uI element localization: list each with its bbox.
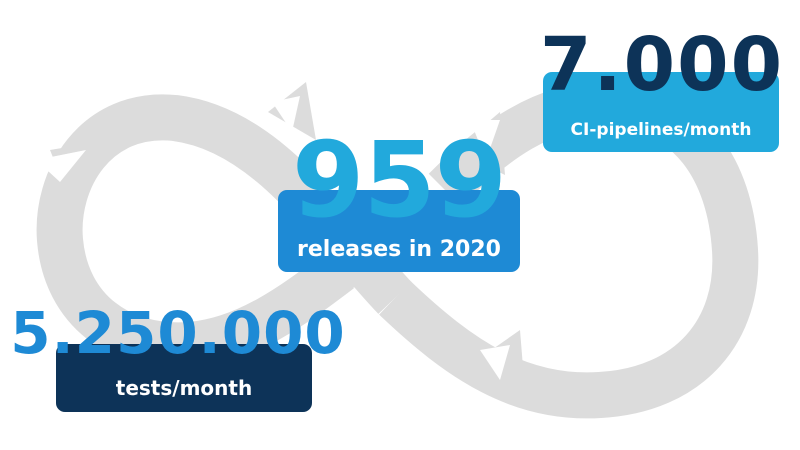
stat-releases: releases in 2020 959 [278,128,520,272]
tests-value: 5.250.000 [10,299,346,367]
stat-tests: tests/month 5.250.000 [10,304,345,412]
releases-value: 959 [291,119,507,241]
stat-ci-pipelines: CI-pipelines/month 7.000 [540,28,782,152]
releases-label: releases in 2020 [297,237,501,262]
ci-pipelines-label-box: CI-pipelines/month [543,72,779,152]
tests-label: tests/month [115,376,253,400]
releases-label-box: releases in 2020 [278,190,520,272]
ci-pipelines-value: 7.000 [540,22,785,108]
tests-label-box: tests/month [56,344,312,412]
ci-pipelines-label: CI-pipelines/month [570,120,752,140]
